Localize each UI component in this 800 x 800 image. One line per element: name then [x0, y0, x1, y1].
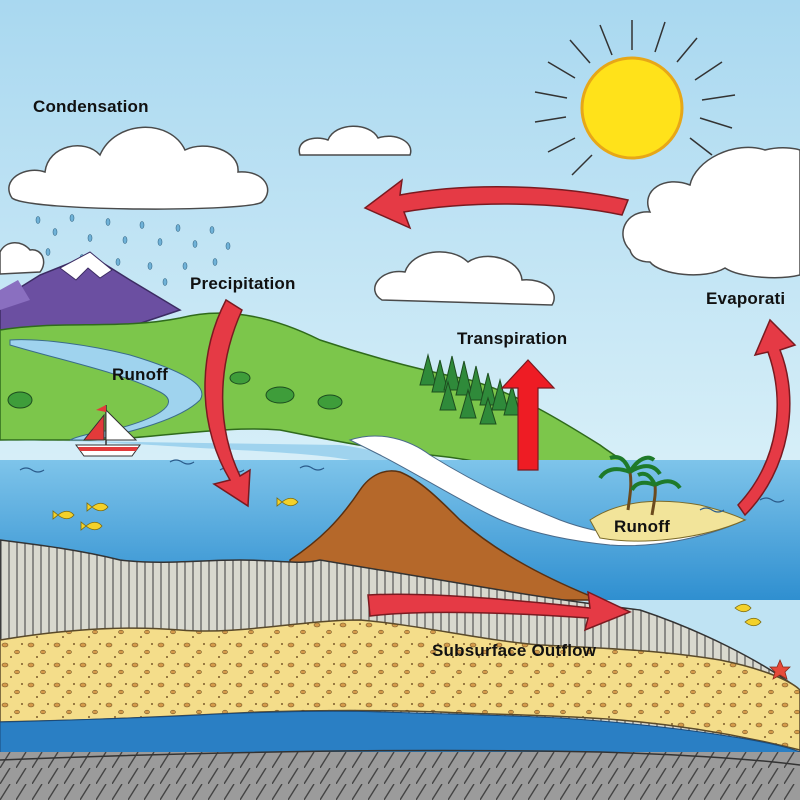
forest — [419, 353, 521, 425]
label-precipitation: Precipitation — [190, 274, 296, 293]
label-condensation: Condensation — [33, 97, 149, 116]
waves — [19, 459, 785, 513]
transpiration-arrow — [500, 359, 556, 471]
fish-icon — [52, 510, 75, 520]
palm-tree-icon — [598, 454, 682, 516]
starfish-icon — [769, 658, 791, 680]
fish-icon — [744, 617, 762, 627]
precipitation-arrow — [204, 298, 251, 508]
fish-icon — [734, 603, 752, 613]
fish-icon — [276, 497, 299, 507]
cloud-icon — [0, 242, 45, 275]
label-transpiration: Transpiration — [457, 329, 568, 348]
cloud-icon — [8, 126, 269, 210]
bedrock — [0, 752, 800, 800]
mountain-icon — [0, 251, 182, 331]
fish-icon — [80, 521, 103, 531]
condensation-arrow — [363, 178, 630, 230]
label-runoff-left: Runoff — [112, 365, 168, 384]
sun-icon — [534, 20, 736, 176]
cloud-icon — [622, 146, 800, 279]
beach — [589, 500, 747, 542]
cloud-icon — [298, 125, 412, 156]
label-evaporation: Evaporati — [706, 289, 786, 308]
label-subsurface-outflow: Subsurface Outflow — [432, 641, 597, 660]
fish-icon — [86, 502, 109, 512]
subsurface-outflow-arrow — [367, 590, 632, 632]
label-runoff-right: Runoff — [614, 517, 670, 536]
sailboat-icon — [75, 405, 141, 457]
aquifer-layer — [0, 619, 800, 751]
evaporation-arrow — [737, 318, 797, 517]
cloud-icon — [374, 251, 555, 306]
